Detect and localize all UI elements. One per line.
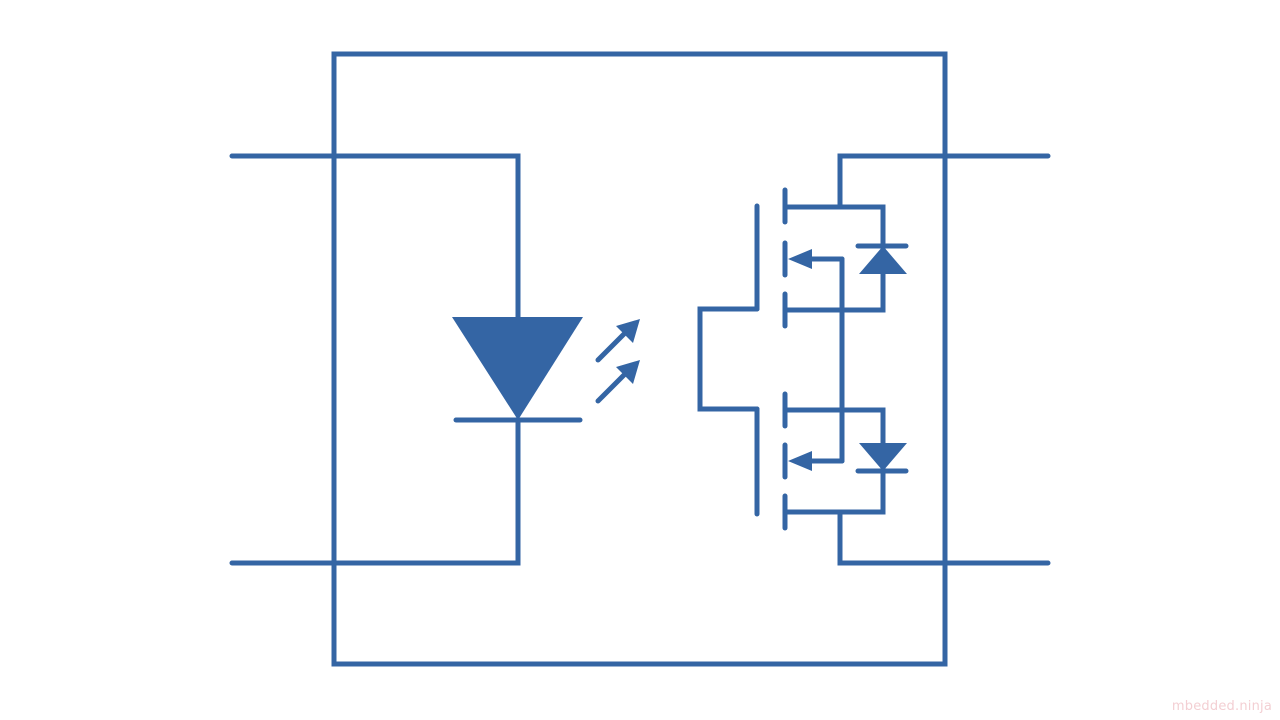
mosfet-upper-arrow-head — [788, 249, 812, 269]
light-arrow-2-head — [616, 360, 640, 384]
light-arrow-1-head — [616, 319, 640, 343]
mosfet-lower-arrow-head — [788, 451, 812, 471]
light-arrow-1-shaft — [595, 329, 629, 363]
output-wire-bottom — [837, 509, 1051, 566]
output-wire-top — [837, 153, 1051, 210]
body-diode-lower-triangle — [859, 443, 907, 471]
package-outline — [331, 51, 948, 667]
led-triangle — [452, 317, 583, 420]
light-arrow-2-shaft — [595, 370, 629, 404]
input-wire-bottom — [229, 417, 521, 566]
input-wire-top — [229, 153, 521, 321]
watermark-text: mbedded.ninja — [1171, 699, 1272, 714]
gate-connector — [697, 306, 760, 412]
light-emission-arrows — [595, 329, 629, 404]
body-diode-upper-triangle — [859, 246, 907, 274]
